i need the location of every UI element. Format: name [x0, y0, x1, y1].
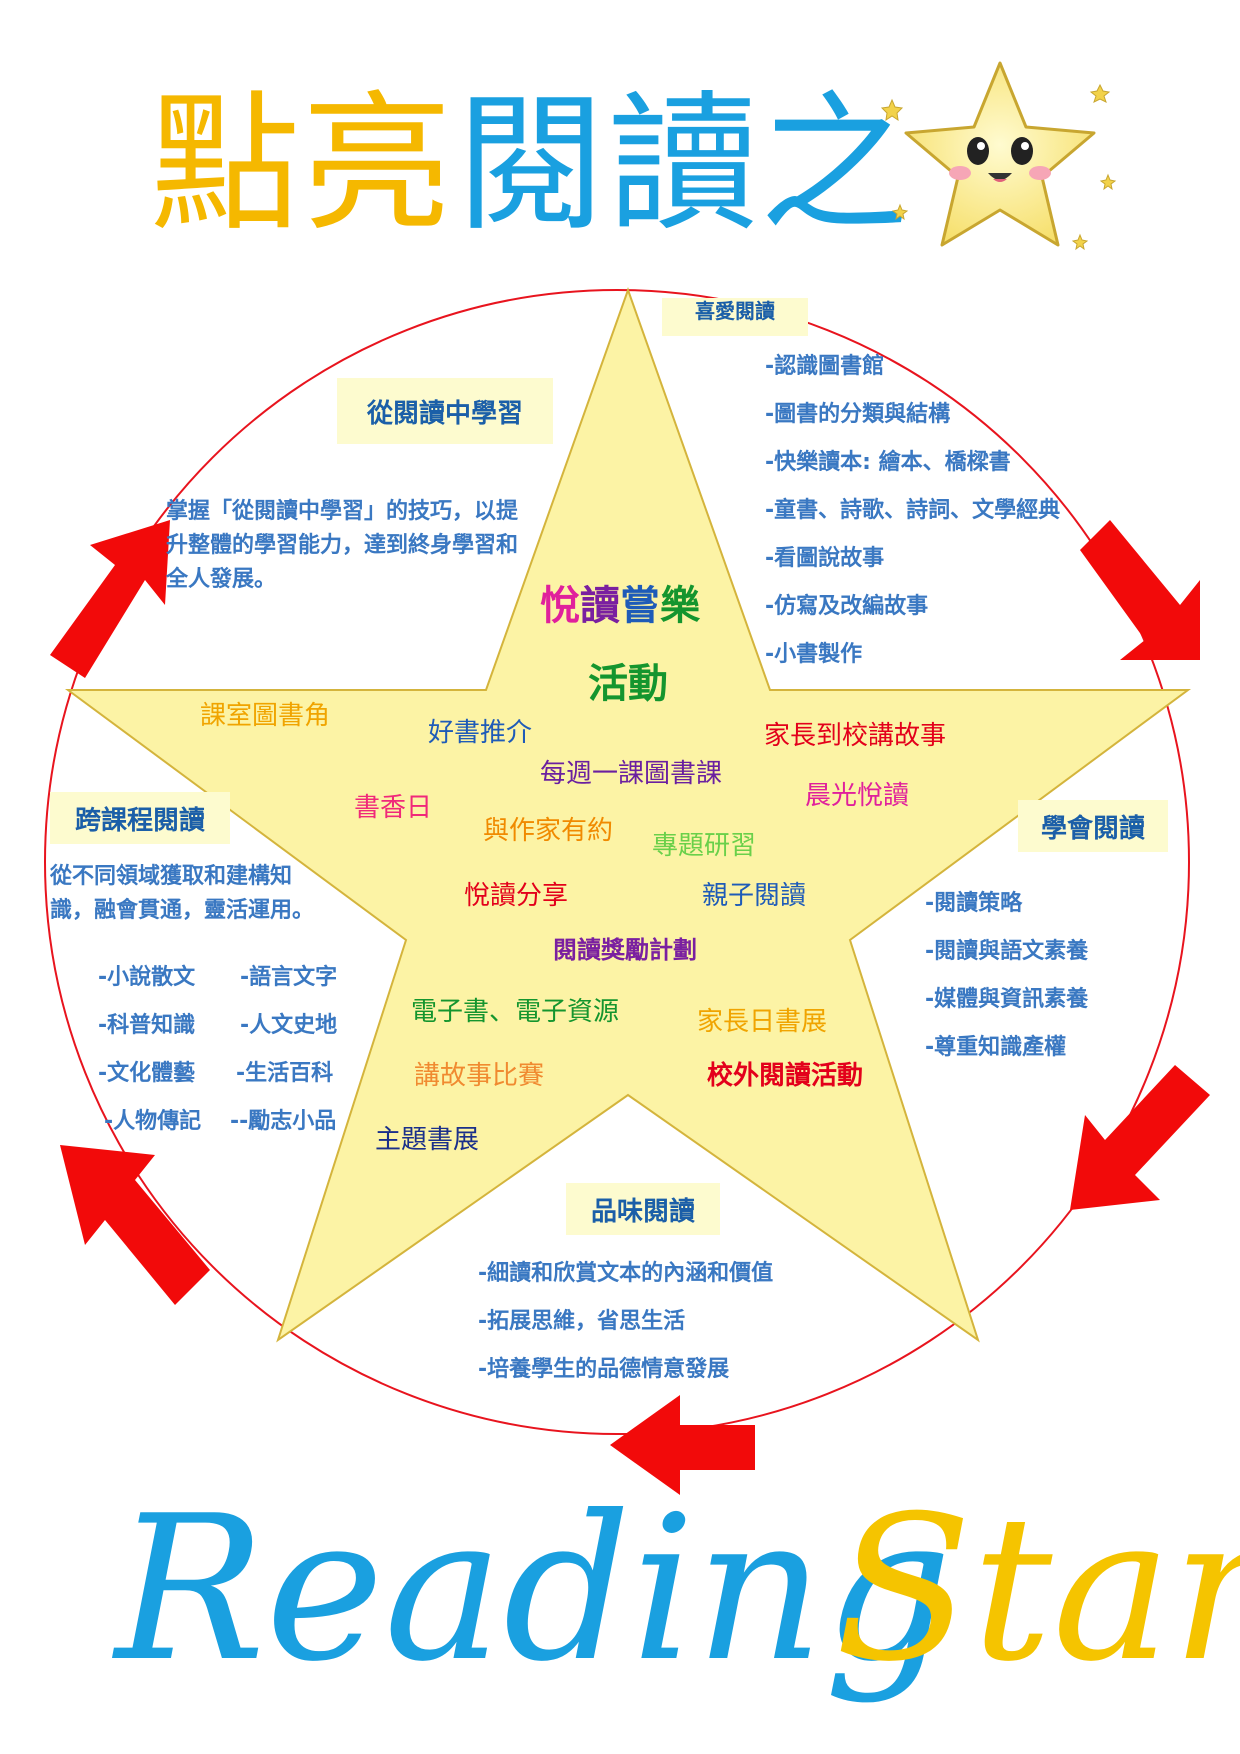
title-part-2: 閱讀之 [456, 78, 913, 252]
list-item: --勵志小品 [230, 1109, 337, 1134]
learn-to-read-list: -閱讀策略 -閱讀與語文素養 -媒體與資訊素養 -尊重知識產權 [925, 880, 1088, 1072]
center-title: 悅讀嘗樂 [540, 582, 700, 630]
activity-item: 主題書展 [375, 1125, 480, 1155]
love-reading-list: -認識圖書館 -圖書的分類與結構 -快樂讀本: 繪本、橋樑書 -童書、詩歌、詩詞… [765, 343, 1060, 679]
activity-item: 家長到校講故事 [764, 721, 947, 751]
cross-curricular-list-2: -語言文字 -人文史地 -生活百科 --勵志小品 [230, 954, 338, 1146]
activity-item: 悅讀分享 [464, 881, 569, 911]
list-item: -小書製作 [765, 642, 863, 667]
activity-item: 親子閱讀 [702, 881, 807, 911]
list-item: -童書、詩歌、詩詞、文學經典 [765, 498, 1061, 523]
activity-item: 好書推介 [428, 718, 533, 748]
arrow-bottom-left-icon [60, 1145, 210, 1305]
center-word-4: 樂 [660, 583, 700, 629]
heading-cross-curricular: 跨課程閱讀 [50, 792, 230, 844]
center-word-1: 悅 [540, 583, 580, 629]
arrow-top-left-icon [50, 520, 170, 678]
list-item: -圖書的分類與結構 [765, 402, 951, 427]
activity-item: 講故事比賽 [414, 1061, 545, 1091]
list-item: -人文史地 [240, 1013, 338, 1038]
appreciate-reading-list: -細讀和欣賞文本的內涵和價值 -拓展思維，省思生活 -培養學生的品德情意發展 [478, 1250, 773, 1394]
activity-item: 閱讀獎勵計劃 [553, 936, 697, 964]
list-item: -科普知識 [98, 1013, 196, 1038]
list-item: -人物傳記 [104, 1109, 202, 1134]
list-item: -培養學生的品德情意發展 [478, 1357, 730, 1382]
list-item: -認識圖書館 [765, 354, 885, 379]
list-item: -看圖說故事 [765, 546, 885, 571]
arrow-top-right-icon [1080, 520, 1200, 660]
cycle-circle [44, 289, 1190, 1435]
list-item: -生活百科 [236, 1061, 334, 1086]
list-item: -拓展思維，省思生活 [478, 1309, 686, 1334]
cross-curricular-list-1: -小說散文 -科普知識 -文化體藝 -人物傳記 [98, 954, 201, 1146]
cross-curricular-text: 從不同領域獲取和建構知識，融會貫通，靈活運用。 [50, 864, 315, 923]
list-item: -文化體藝 [98, 1061, 196, 1086]
list-item: -仿寫及改編故事 [765, 594, 929, 619]
list-item: -尊重知識產權 [925, 1035, 1067, 1060]
heading-learn-to-read: 學會閱讀 [1018, 800, 1168, 852]
footer-word-star: Star [835, 1473, 1240, 1706]
list-item: -細讀和欣賞文本的內涵和價值 [478, 1261, 774, 1286]
learn-from-reading-text: 掌握「從閱讀中學習」的技巧，以提升整體的學習能力，達到終身學習和全人發展。 [166, 499, 519, 592]
list-item: -快樂讀本: 繪本、橋樑書 [765, 450, 1011, 475]
list-item: -小說散文 [98, 965, 196, 990]
activity-item: 與作家有約 [483, 816, 614, 846]
list-item: -閱讀與語文素養 [925, 939, 1089, 964]
center-word-2: 讀 [580, 583, 620, 629]
title-part-1: 點亮 [150, 78, 455, 252]
activity-item: 課室圖書角 [200, 701, 331, 731]
heading-learn-from-reading: 從閱讀中學習 [337, 378, 553, 444]
arrow-bottom-icon [610, 1395, 755, 1495]
center-star [64, 287, 1192, 1343]
heading-love-reading: 喜愛閱讀 [662, 298, 808, 336]
star-mascot-icon [880, 61, 1117, 251]
center-subtitle: 活動 [588, 661, 668, 707]
activity-item: 校外閱讀活動 [707, 1061, 864, 1091]
activity-item: 電子書、電子資源 [411, 997, 620, 1027]
activity-item: 晨光悅讀 [805, 781, 910, 811]
activity-item: 每週一課圖書課 [540, 759, 723, 789]
activity-item: 專題研習 [652, 831, 757, 861]
activity-item: 家長日書展 [697, 1007, 828, 1037]
list-item: -媒體與資訊素養 [925, 987, 1089, 1012]
heading-appreciate-reading: 品味閱讀 [566, 1183, 720, 1235]
center-word-3: 嘗 [620, 583, 660, 629]
activity-item: 書香日 [354, 793, 433, 823]
list-item: -語言文字 [240, 965, 338, 990]
footer-word-reading: Reading [115, 1473, 953, 1706]
arrow-bottom-right-icon [1070, 1065, 1210, 1210]
list-item: -閱讀策略 [925, 891, 1023, 916]
